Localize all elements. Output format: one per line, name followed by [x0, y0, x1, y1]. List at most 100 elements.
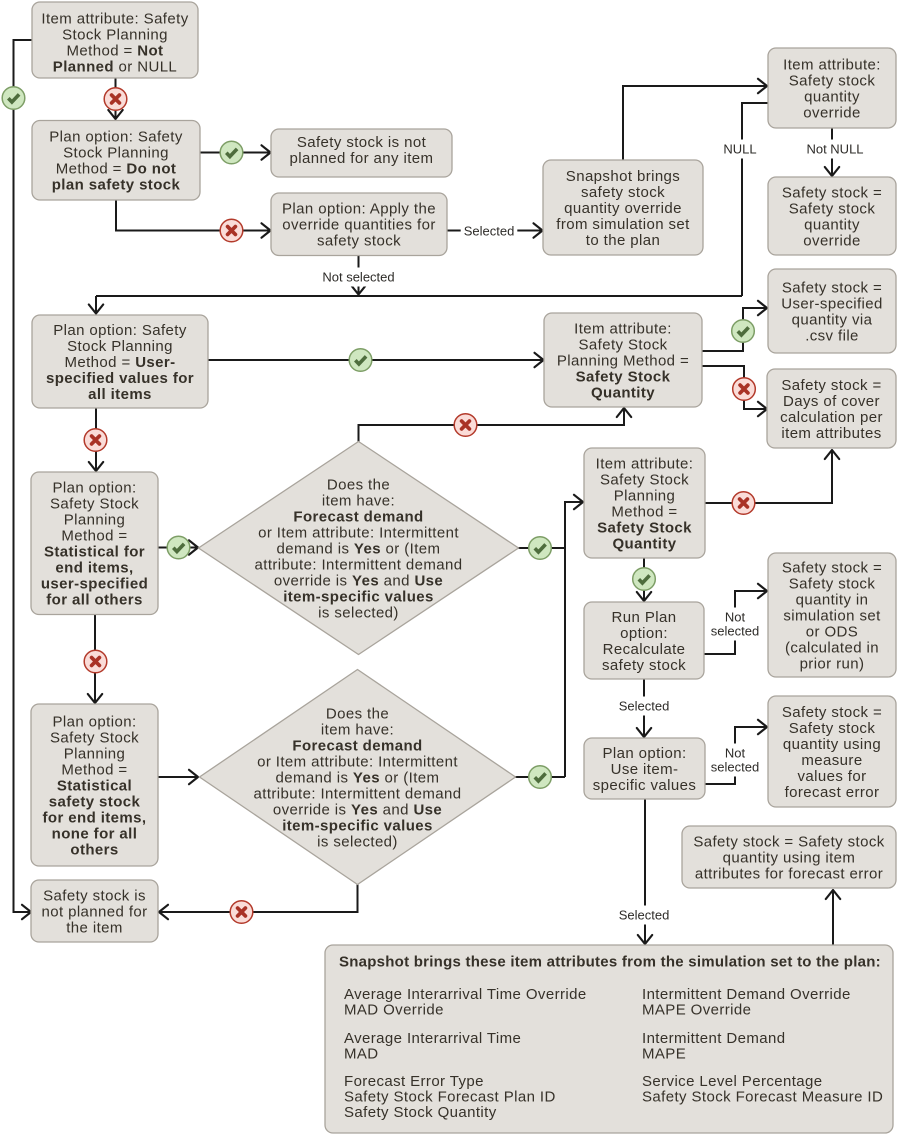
svg-text:specific values: specific values	[593, 777, 697, 794]
svg-text:for end items,: for end items,	[43, 809, 147, 826]
svg-text:specified values for: specified values for	[46, 370, 194, 387]
svg-text:Safety Stock: Safety Stock	[578, 336, 667, 353]
svg-text:Plan option: Safety: Plan option: Safety	[49, 129, 183, 146]
svg-text:Run Plan: Run Plan	[612, 609, 677, 626]
svg-text:safety stock: safety stock	[317, 233, 401, 250]
svg-text:Use item-: Use item-	[611, 761, 679, 778]
svg-text:Method =: Method =	[611, 503, 677, 520]
svg-text:Plan option:: Plan option:	[52, 480, 136, 497]
svg-text:Intermittent Demand Override: Intermittent Demand Override	[642, 986, 851, 1003]
svg-text:Forecast demand: Forecast demand	[293, 508, 423, 525]
svg-text:option:: option:	[620, 625, 668, 642]
svg-text:attributes for forecast error: attributes for forecast error	[695, 865, 883, 882]
svg-text:Item attribute:: Item attribute:	[596, 455, 694, 472]
svg-text:item have:: item have:	[321, 721, 394, 738]
svg-text:Forecast demand: Forecast demand	[292, 737, 422, 754]
svg-text:MAPE: MAPE	[642, 1046, 686, 1063]
svg-text:for all others: for all others	[46, 592, 142, 609]
svg-text:Not selected: Not selected	[322, 270, 394, 285]
svg-text:Plan option:: Plan option:	[52, 713, 136, 730]
svg-text:simulation set: simulation set	[783, 607, 881, 624]
svg-text:Method =: Method =	[61, 528, 127, 545]
svg-text:Safety stock =: Safety stock =	[782, 184, 882, 201]
svg-text:quantity: quantity	[804, 88, 860, 105]
svg-text:user-specified: user-specified	[41, 576, 148, 593]
svg-text:Safety stock =: Safety stock =	[782, 704, 882, 721]
svg-text:Planning: Planning	[64, 745, 126, 762]
svg-text:safety stock: safety stock	[581, 184, 665, 201]
svg-text:Safety Stock Forecast Plan ID: Safety Stock Forecast Plan ID	[344, 1089, 556, 1106]
svg-text:quantity: quantity	[804, 216, 860, 233]
svg-text:quantity in: quantity in	[796, 591, 869, 608]
svg-text:Intermittent Demand: Intermittent Demand	[642, 1030, 786, 1047]
svg-text:Safety stock =: Safety stock =	[781, 377, 881, 394]
svg-text:selected: selected	[711, 624, 759, 639]
svg-text:Safety stock is not: Safety stock is not	[297, 134, 427, 151]
svg-text:Safety Stock: Safety Stock	[50, 729, 139, 746]
svg-text:override: override	[803, 104, 860, 121]
svg-text:Safety stock: Safety stock	[789, 200, 876, 217]
svg-text:the item: the item	[66, 919, 123, 936]
svg-text:none for all: none for all	[52, 825, 138, 842]
svg-text:demand is Yes or (Item: demand is Yes or (Item	[277, 540, 441, 557]
svg-text:attribute: Intermittent demand: attribute: Intermittent demand	[255, 556, 463, 573]
svg-text:Safety Stock: Safety Stock	[600, 471, 689, 488]
svg-text:(calculated in: (calculated in	[785, 639, 879, 656]
svg-text:Not: Not	[725, 610, 746, 625]
svg-text:item attributes: item attributes	[781, 425, 881, 442]
svg-text:quantity override: quantity override	[564, 200, 682, 217]
svg-text:Item attribute: Safety: Item attribute: Safety	[41, 10, 188, 27]
svg-text:Average Interarrival Time Over: Average Interarrival Time Override	[344, 986, 587, 1003]
svg-text:Method =: Method =	[61, 761, 127, 778]
svg-text:Safety Stock: Safety Stock	[576, 368, 671, 385]
svg-text:Safety stock is: Safety stock is	[43, 887, 146, 904]
svg-text:Not NULL: Not NULL	[806, 142, 863, 157]
svg-text:User-specified: User-specified	[781, 295, 882, 312]
svg-text:Selected: Selected	[619, 699, 670, 714]
svg-text:Selected: Selected	[464, 224, 515, 239]
svg-text:Method = Not: Method = Not	[67, 42, 164, 59]
svg-text:Safety Stock Quantity: Safety Stock Quantity	[344, 1104, 497, 1121]
svg-text:item-specific values: item-specific values	[282, 817, 433, 834]
svg-text:Does the: Does the	[327, 476, 390, 493]
svg-text:Safety stock: Safety stock	[789, 720, 876, 737]
svg-text:prior run): prior run)	[800, 655, 865, 672]
svg-text:Method = User-: Method = User-	[64, 354, 175, 371]
svg-text:Plan option: Safety: Plan option: Safety	[53, 322, 187, 339]
svg-text:Safety Stock: Safety Stock	[597, 519, 692, 536]
svg-text:override is Yes and Use: override is Yes and Use	[273, 801, 442, 818]
svg-text:forecast error: forecast error	[785, 784, 880, 801]
svg-text:item have:: item have:	[322, 492, 395, 509]
svg-text:Quantity: Quantity	[612, 535, 676, 552]
svg-text:Stock Planning: Stock Planning	[63, 145, 169, 162]
svg-text:Statistical for: Statistical for	[44, 544, 145, 561]
svg-text:to the plan: to the plan	[586, 232, 660, 249]
svg-text:Forecast Error Type: Forecast Error Type	[344, 1073, 484, 1090]
svg-text:Method = Do not: Method = Do not	[56, 161, 177, 178]
svg-text:Planning: Planning	[64, 512, 126, 529]
svg-text:is selected): is selected)	[317, 833, 398, 850]
svg-text:override is Yes and Use: override is Yes and Use	[274, 572, 443, 589]
svg-text:.csv file: .csv file	[805, 327, 859, 344]
svg-text:Quantity: Quantity	[591, 384, 655, 401]
svg-text:Safety stock: Safety stock	[789, 575, 876, 592]
svg-text:Stock Planning: Stock Planning	[67, 338, 173, 355]
svg-text:Statistical: Statistical	[57, 777, 132, 794]
svg-text:safety stock: safety stock	[602, 657, 686, 674]
svg-text:Planning Method =: Planning Method =	[557, 352, 689, 369]
svg-text:MAPE Override: MAPE Override	[642, 1002, 751, 1019]
svg-text:from simulation set: from simulation set	[556, 216, 690, 233]
svg-text:Not: Not	[725, 746, 746, 761]
svg-text:demand is Yes or (Item: demand is Yes or (Item	[276, 769, 440, 786]
svg-text:Plan option: Apply the: Plan option: Apply the	[282, 201, 436, 218]
svg-text:Item attribute:: Item attribute:	[574, 320, 672, 337]
svg-text:Selected: Selected	[619, 908, 670, 923]
svg-text:Recalculate: Recalculate	[603, 641, 686, 658]
svg-text:Safety Stock Forecast Measure: Safety Stock Forecast Measure ID	[642, 1089, 883, 1106]
svg-text:Snapshot brings: Snapshot brings	[566, 168, 680, 185]
svg-text:end items,: end items,	[55, 560, 133, 577]
svg-text:measure: measure	[801, 752, 862, 769]
svg-text:not planned for: not planned for	[41, 903, 147, 920]
svg-text:quantity using item: quantity using item	[723, 849, 856, 866]
svg-text:quantity via: quantity via	[792, 311, 873, 328]
